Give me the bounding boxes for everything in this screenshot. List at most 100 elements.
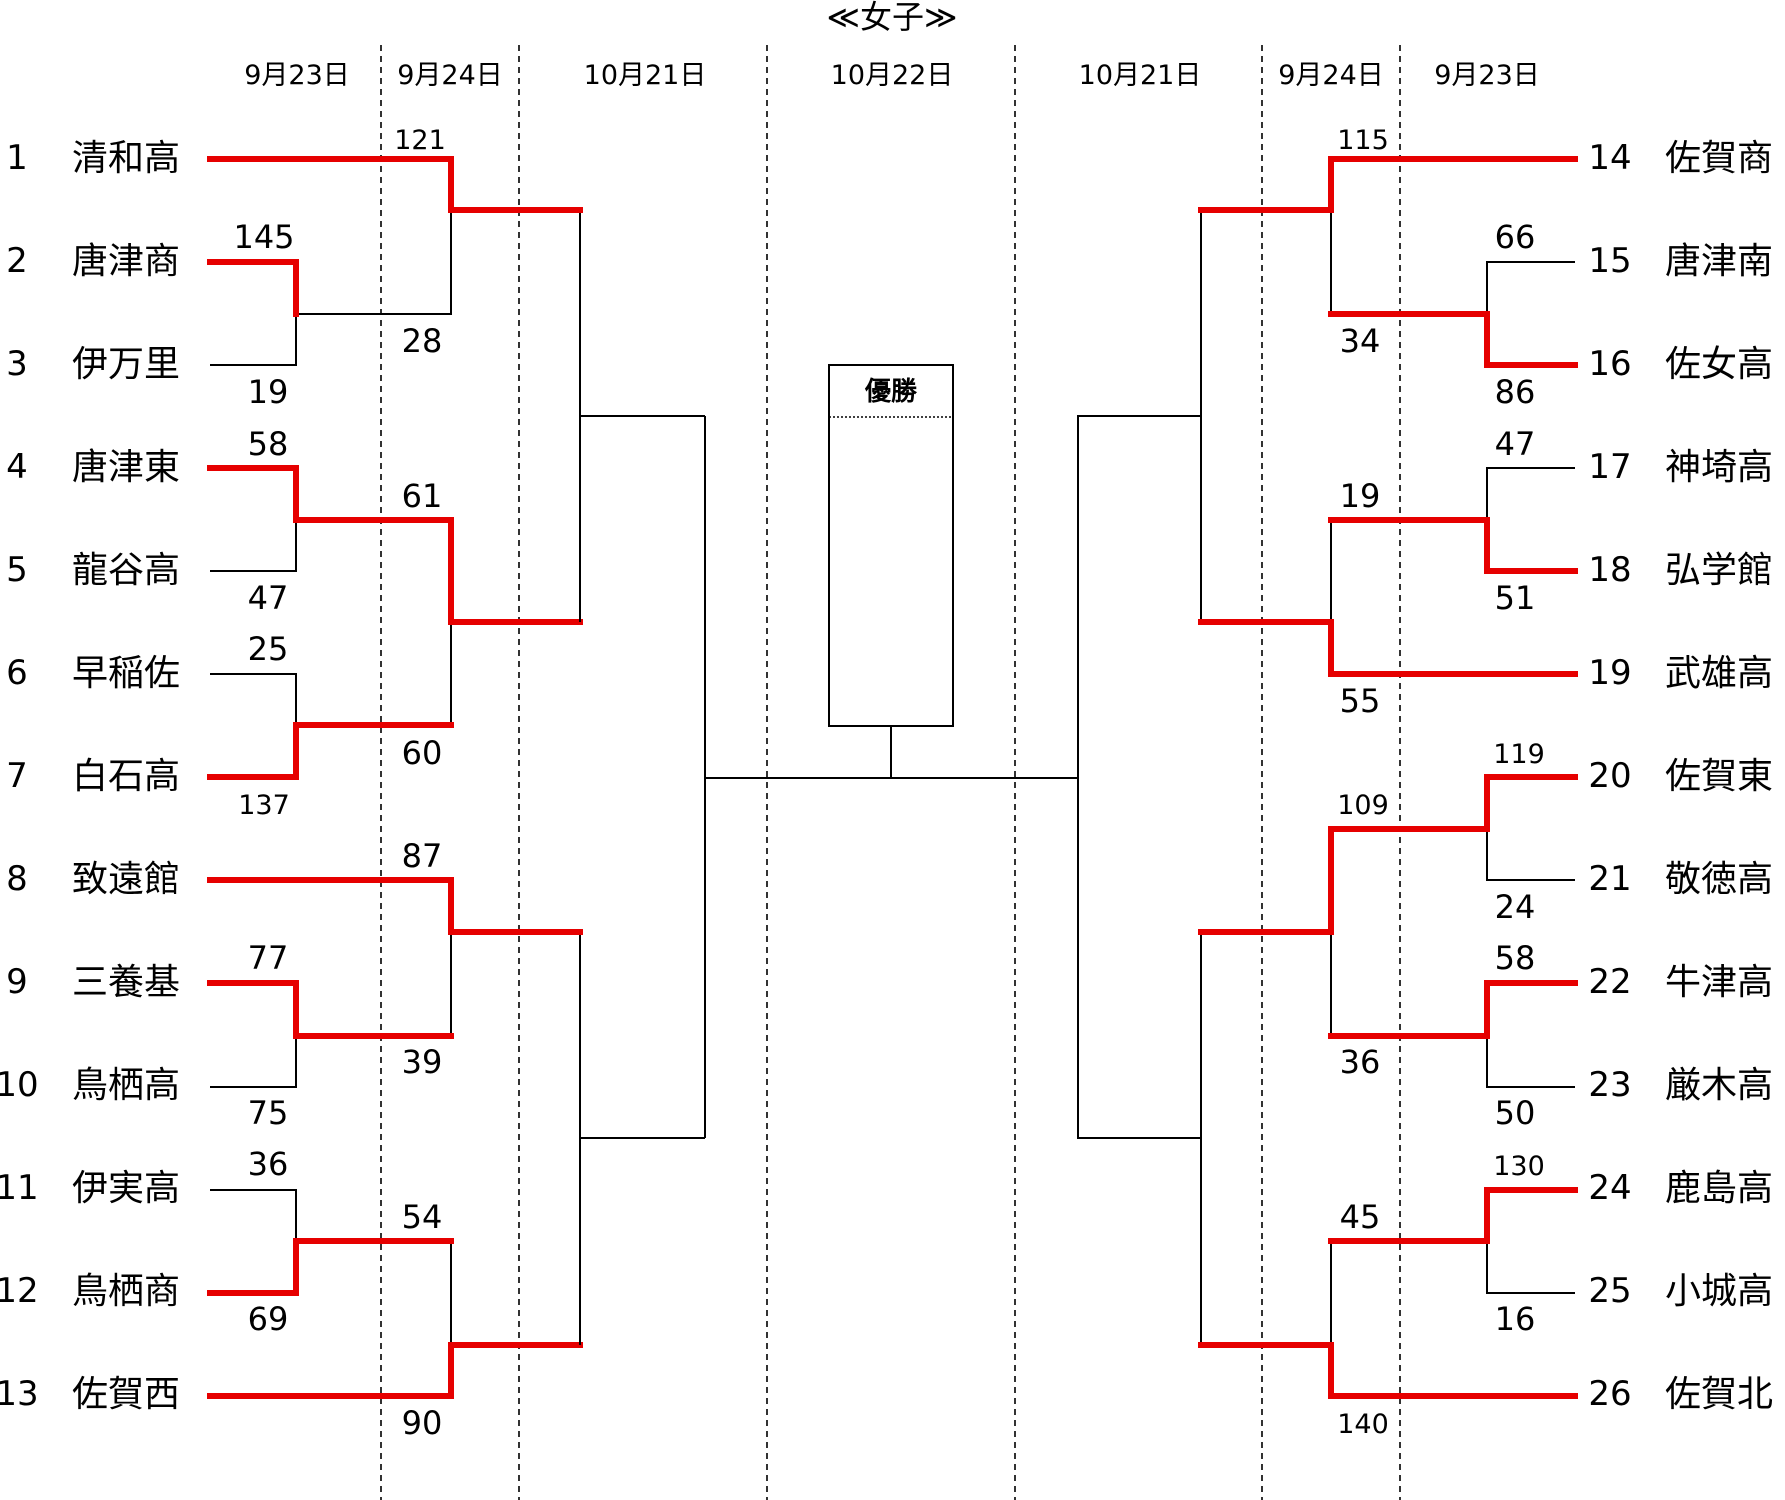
left-team-2: 唐津商 xyxy=(72,241,180,282)
score-left-r1-2: 19 xyxy=(248,373,289,411)
score-left-r2-3: 61 xyxy=(402,477,443,515)
score-left-r1-9: 36 xyxy=(248,1145,289,1183)
champion-label: 優勝 xyxy=(864,377,918,407)
score-left-r1-1: 145 xyxy=(233,218,294,256)
left-seed-2: 2 xyxy=(6,241,28,281)
left-seed-5: 5 xyxy=(6,550,28,590)
right-seed-26: 26 xyxy=(1588,1374,1631,1414)
score-left-r1-3: 58 xyxy=(248,425,289,463)
right-team-26: 佐賀北 xyxy=(1665,1374,1773,1415)
score-left-r1-4: 47 xyxy=(248,579,289,617)
right-team-19: 武雄高 xyxy=(1665,653,1773,694)
right-seed-14: 14 xyxy=(1588,138,1631,178)
score-right-r1-10: 16 xyxy=(1495,1300,1536,1338)
right-seed-20: 20 xyxy=(1588,756,1631,796)
left-team-12: 鳥栖商 xyxy=(72,1271,180,1312)
left-team-8: 致遠館 xyxy=(72,859,180,900)
score-left-r1-8: 75 xyxy=(248,1094,289,1132)
left-seed-12: 12 xyxy=(0,1271,39,1311)
left-team-11: 伊実高 xyxy=(72,1168,180,1209)
right-seed-18: 18 xyxy=(1588,550,1631,590)
score-right-r1-5: 119 xyxy=(1493,739,1545,770)
score-right-r1-2: 86 xyxy=(1495,373,1536,411)
right-team-labels: 14 佐賀商 15 唐津南 16 佐女高 17 神埼高 18 弘学館 19 武雄… xyxy=(1588,138,1773,1415)
score-left-r1-7: 77 xyxy=(248,939,289,977)
date-right-r1: 9月23日 xyxy=(1434,60,1540,91)
score-right-r1-8: 50 xyxy=(1495,1094,1536,1132)
bracket-title: ≪女子≫ xyxy=(826,0,957,36)
left-seed-4: 4 xyxy=(6,447,28,487)
score-left-r2-6: 39 xyxy=(402,1043,443,1081)
column-separators xyxy=(380,45,1401,1500)
left-seed-13: 13 xyxy=(0,1374,39,1414)
score-right-r1-1: 66 xyxy=(1495,218,1536,256)
left-seed-1: 1 xyxy=(6,138,28,178)
right-bracket-lines xyxy=(892,156,1578,1399)
score-right-r1-3: 47 xyxy=(1495,425,1536,463)
right-team-17: 神埼高 xyxy=(1665,447,1773,488)
score-right-r2-4: 55 xyxy=(1340,682,1381,720)
right-seed-19: 19 xyxy=(1588,653,1631,693)
right-seed-24: 24 xyxy=(1588,1168,1631,1208)
left-bracket-lines xyxy=(207,156,892,1399)
right-team-25: 小城高 xyxy=(1665,1271,1773,1312)
right-team-15: 唐津南 xyxy=(1665,241,1773,282)
right-team-20: 佐賀東 xyxy=(1665,756,1773,797)
left-seed-3: 3 xyxy=(6,344,28,384)
right-team-22: 牛津高 xyxy=(1665,962,1773,1003)
left-team-3: 伊万里 xyxy=(72,344,180,385)
score-right-r1-9: 130 xyxy=(1493,1151,1545,1182)
score-right-r1-6: 24 xyxy=(1495,888,1536,926)
left-team-5: 龍谷高 xyxy=(72,550,180,591)
score-right-r1-4: 51 xyxy=(1495,579,1536,617)
score-right-r2-3: 19 xyxy=(1340,477,1381,515)
left-seed-7: 7 xyxy=(6,756,28,796)
left-team-6: 早稲佐 xyxy=(72,653,180,694)
left-seed-11: 11 xyxy=(0,1168,39,1208)
right-team-23: 厳木高 xyxy=(1665,1065,1773,1106)
score-right-r2-1: 115 xyxy=(1337,125,1389,156)
left-seed-6: 6 xyxy=(6,653,28,693)
date-right-r3: 10月21日 xyxy=(1079,60,1202,91)
right-scores: 66 86 47 51 119 24 58 50 130 16 115 34 1… xyxy=(1337,125,1545,1440)
right-team-14: 佐賀商 xyxy=(1665,138,1773,179)
right-seed-17: 17 xyxy=(1588,447,1631,487)
date-left-r3: 10月21日 xyxy=(584,60,707,91)
right-team-21: 敬徳高 xyxy=(1665,859,1773,900)
left-seed-8: 8 xyxy=(6,859,28,899)
left-team-4: 唐津東 xyxy=(72,447,180,488)
score-left-r2-7: 54 xyxy=(402,1198,443,1236)
score-left-r1-6: 137 xyxy=(238,790,290,821)
right-team-18: 弘学館 xyxy=(1665,550,1773,591)
left-team-7: 白石高 xyxy=(72,756,180,797)
right-seed-16: 16 xyxy=(1588,344,1631,384)
left-team-13: 佐賀西 xyxy=(72,1374,180,1415)
champion-box: 優勝 xyxy=(828,364,954,778)
left-team-1: 清和高 xyxy=(72,138,180,179)
date-left-r1: 9月23日 xyxy=(244,60,350,91)
right-team-16: 佐女高 xyxy=(1665,344,1773,385)
score-right-r2-6: 36 xyxy=(1340,1043,1381,1081)
score-left-r1-10: 69 xyxy=(248,1300,289,1338)
score-left-r2-1: 121 xyxy=(394,125,446,156)
left-seed-9: 9 xyxy=(6,962,28,1002)
score-right-r2-5: 109 xyxy=(1337,790,1389,821)
right-seed-25: 25 xyxy=(1588,1271,1631,1311)
score-right-r2-8: 140 xyxy=(1337,1409,1389,1440)
right-seed-23: 23 xyxy=(1588,1065,1631,1105)
score-left-r2-4: 60 xyxy=(402,734,443,772)
score-left-r1-5: 25 xyxy=(248,630,289,668)
right-team-24: 鹿島高 xyxy=(1665,1168,1773,1209)
left-team-9: 三養基 xyxy=(72,962,180,1003)
right-seed-15: 15 xyxy=(1588,241,1631,281)
right-seed-21: 21 xyxy=(1588,859,1631,899)
left-seed-10: 10 xyxy=(0,1065,39,1105)
score-left-r2-8: 90 xyxy=(402,1404,443,1442)
left-scores: 145 19 58 47 25 137 77 75 36 69 121 28 6… xyxy=(233,125,445,1442)
score-right-r1-7: 58 xyxy=(1495,939,1536,977)
score-left-r2-2: 28 xyxy=(402,322,443,360)
left-team-10: 鳥栖高 xyxy=(72,1065,180,1106)
score-right-r2-7: 45 xyxy=(1340,1198,1381,1236)
score-left-r2-5: 87 xyxy=(402,837,443,875)
